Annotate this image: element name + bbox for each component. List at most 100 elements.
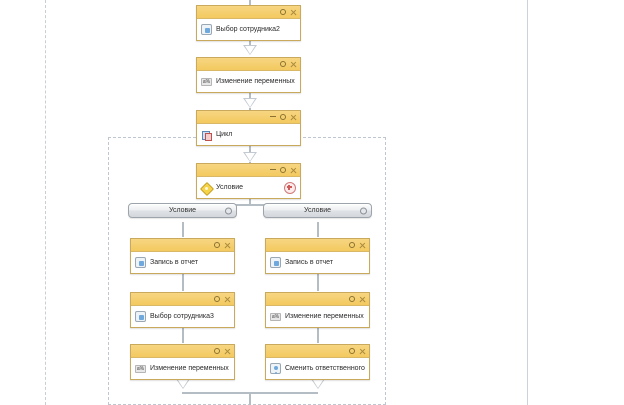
person-icon: [270, 363, 281, 374]
close-icon[interactable]: [290, 61, 297, 68]
gear-icon[interactable]: [349, 296, 355, 302]
node-card-zapis-v-otchet-right[interactable]: Запись в отчет: [265, 238, 370, 274]
minimize-icon[interactable]: [270, 168, 276, 171]
close-icon[interactable]: [224, 296, 231, 303]
node-header[interactable]: [266, 345, 369, 358]
connector-merge-stem: [249, 392, 251, 405]
condition-icon: [201, 182, 212, 193]
close-icon[interactable]: [290, 9, 297, 16]
node-card-izmenenie-peremennyh-3[interactable]: a% Изменение переменных: [130, 344, 235, 380]
node-body[interactable]: Запись в отчет: [131, 252, 234, 273]
node-card-cikl[interactable]: Цикл: [196, 110, 301, 146]
branch-label: Условие: [303, 207, 332, 214]
node-title: Изменение переменных: [285, 313, 364, 320]
node-title: Выбор сотрудника3: [150, 313, 214, 320]
gear-icon[interactable]: [214, 242, 220, 248]
connector-n4-split-bar: [182, 204, 318, 206]
node-header[interactable]: [131, 345, 234, 358]
node-title: Изменение переменных: [216, 78, 295, 85]
connector-n7-n9: [182, 327, 184, 343]
node-header[interactable]: [197, 58, 300, 71]
loop-icon: [201, 129, 212, 141]
node-card-vybor-sotrudnika2[interactable]: Выбор сотрудника2: [196, 5, 301, 41]
node-body[interactable]: Цикл: [197, 124, 300, 145]
connector-n6-n8: [317, 273, 319, 291]
node-header[interactable]: [266, 293, 369, 306]
connector-n5-n7: [182, 273, 184, 291]
node-header[interactable]: [131, 293, 234, 306]
node-title: Сменить ответственного: [285, 365, 365, 372]
document-icon: [135, 257, 146, 268]
node-body[interactable]: a% Изменение переменных: [131, 358, 234, 379]
node-header[interactable]: [131, 239, 234, 252]
connector-arrow-n1-n2: [243, 45, 257, 55]
close-icon[interactable]: [290, 114, 297, 121]
canvas-left-dashed-guide: [45, 0, 46, 405]
node-title: Изменение переменных: [150, 365, 229, 372]
node-header[interactable]: [266, 239, 369, 252]
connector-arrow-right-merge: [311, 379, 325, 389]
connector-b1-n5: [182, 222, 184, 237]
connector-n2-n3: [249, 91, 251, 101]
branch-label: Условие: [168, 207, 197, 214]
connector-top-stub: [249, 0, 251, 6]
variable-icon: a%: [134, 363, 147, 374]
branch-condition-button-left[interactable]: Условие: [128, 203, 237, 218]
node-card-izmenenie-peremennyh-1[interactable]: a% Изменение переменных: [196, 57, 301, 93]
node-body[interactable]: a% Изменение переменных: [266, 306, 369, 327]
gear-icon[interactable]: [280, 167, 286, 173]
node-body[interactable]: a% Изменение переменных: [197, 71, 300, 92]
node-body[interactable]: Запись в отчет: [266, 252, 369, 273]
close-icon[interactable]: [290, 167, 297, 174]
gear-icon[interactable]: [360, 207, 367, 214]
close-icon[interactable]: [359, 348, 366, 355]
branch-condition-button-right[interactable]: Условие: [263, 203, 372, 218]
minimize-icon[interactable]: [270, 115, 276, 118]
gear-icon[interactable]: [280, 9, 286, 15]
node-title: Цикл: [216, 131, 233, 138]
node-card-izmenenie-peremennyh-2[interactable]: a% Изменение переменных: [265, 292, 370, 328]
connector-n8-n10: [317, 327, 319, 343]
node-header[interactable]: [197, 6, 300, 19]
node-card-uslovie[interactable]: Условие: [196, 163, 301, 199]
close-icon[interactable]: [359, 242, 366, 249]
node-header[interactable]: [197, 164, 300, 177]
document-icon: [201, 24, 212, 35]
node-body[interactable]: Выбор сотрудника2: [197, 19, 300, 40]
node-header[interactable]: [197, 111, 300, 124]
gear-icon[interactable]: [225, 207, 232, 214]
close-icon[interactable]: [224, 348, 231, 355]
variable-icon-text: a%: [134, 364, 147, 373]
node-body[interactable]: Условие: [197, 177, 300, 198]
connector-n1-n2: [249, 39, 251, 47]
variable-icon: a%: [200, 76, 213, 87]
node-title: Запись в отчет: [285, 259, 334, 266]
canvas-right-border: [527, 0, 528, 405]
gear-icon[interactable]: [214, 296, 220, 302]
close-icon[interactable]: [359, 296, 366, 303]
connector-n3-n4: [249, 144, 251, 158]
gear-icon[interactable]: [349, 348, 355, 354]
node-body[interactable]: Сменить ответственного: [266, 358, 369, 379]
gear-icon[interactable]: [280, 61, 286, 67]
connector-arrow-left-merge: [176, 379, 190, 389]
document-icon: [135, 311, 146, 322]
document-icon: [270, 257, 281, 268]
node-card-zapis-v-otchet-left[interactable]: Запись в отчет: [130, 238, 235, 274]
add-branch-button[interactable]: [284, 181, 296, 194]
gear-icon[interactable]: [214, 348, 220, 354]
connector-arrow-n3-n4: [243, 152, 257, 162]
variable-icon-text: a%: [200, 77, 213, 86]
connector-arrow-n2-n3: [243, 98, 257, 108]
node-body[interactable]: Выбор сотрудника3: [131, 306, 234, 327]
variable-icon-text: a%: [269, 312, 282, 321]
variable-icon: a%: [269, 311, 282, 322]
close-icon[interactable]: [224, 242, 231, 249]
node-title: Условие: [216, 184, 244, 191]
gear-icon[interactable]: [280, 114, 286, 120]
node-card-vybor-sotrudnika3[interactable]: Выбор сотрудника3: [130, 292, 235, 328]
gear-icon[interactable]: [349, 242, 355, 248]
node-card-smenit-otvetstvennogo[interactable]: Сменить ответственного: [265, 344, 370, 380]
node-title: Запись в отчет: [150, 259, 199, 266]
